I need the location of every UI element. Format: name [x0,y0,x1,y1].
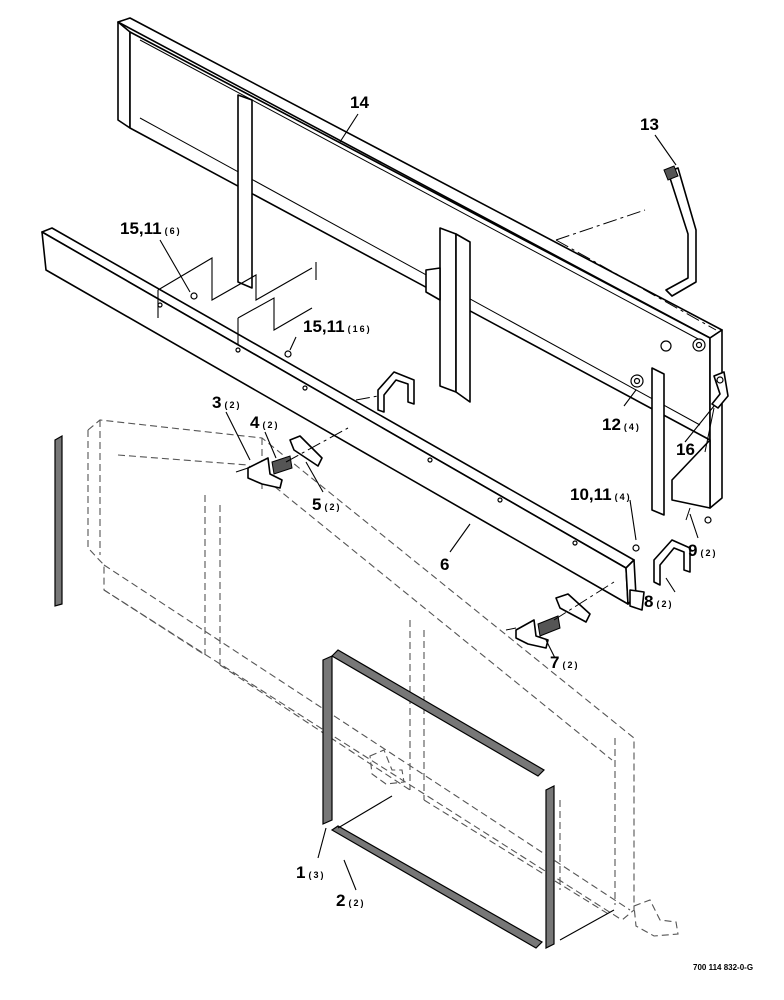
front-channel-6 [41,227,645,611]
callout-12: 12(4) [602,415,641,434]
bracket-16 [704,371,729,453]
assembly-line [337,795,615,941]
callout-6: 6 [440,555,449,574]
rod-13 [663,165,697,297]
drawing-number: 700 114 832-0-G [693,963,753,972]
nuts-12 [630,338,706,388]
phantom-hinges [369,749,679,937]
callout-8: 8(2) [644,592,673,611]
u-bracket-lower [653,539,691,586]
callout-5: 5(2) [312,495,341,514]
gaskets [54,434,555,949]
callout-10-11: 10,11(4) [570,485,632,504]
callout-16: 16 [676,440,695,459]
callout-9: 9(2) [688,541,717,560]
rear-panel-14 [117,17,723,516]
centerline-rod [555,209,717,331]
callout-2: 2(2) [336,891,365,910]
fastener-break-lines [157,257,317,345]
centerline-upper-bracket [355,395,379,401]
bolts [190,292,712,552]
left-latch-assembly [235,427,349,489]
leader-lines [159,113,715,891]
phantom-housing [87,419,635,921]
callout-15-11-6: 15,11(6) [120,219,182,238]
u-bracket-upper [377,371,415,413]
callout-3: 3(2) [212,393,241,412]
callout-15-11-16: 15,11(16) [303,317,372,336]
callout-7: 7(2) [550,653,579,672]
right-latch-assembly [505,581,615,649]
callout-1: 1(3) [296,863,325,882]
callout-13: 13 [640,115,659,134]
callout-14: 14 [350,93,369,112]
callout-4: 4(2) [250,413,279,432]
